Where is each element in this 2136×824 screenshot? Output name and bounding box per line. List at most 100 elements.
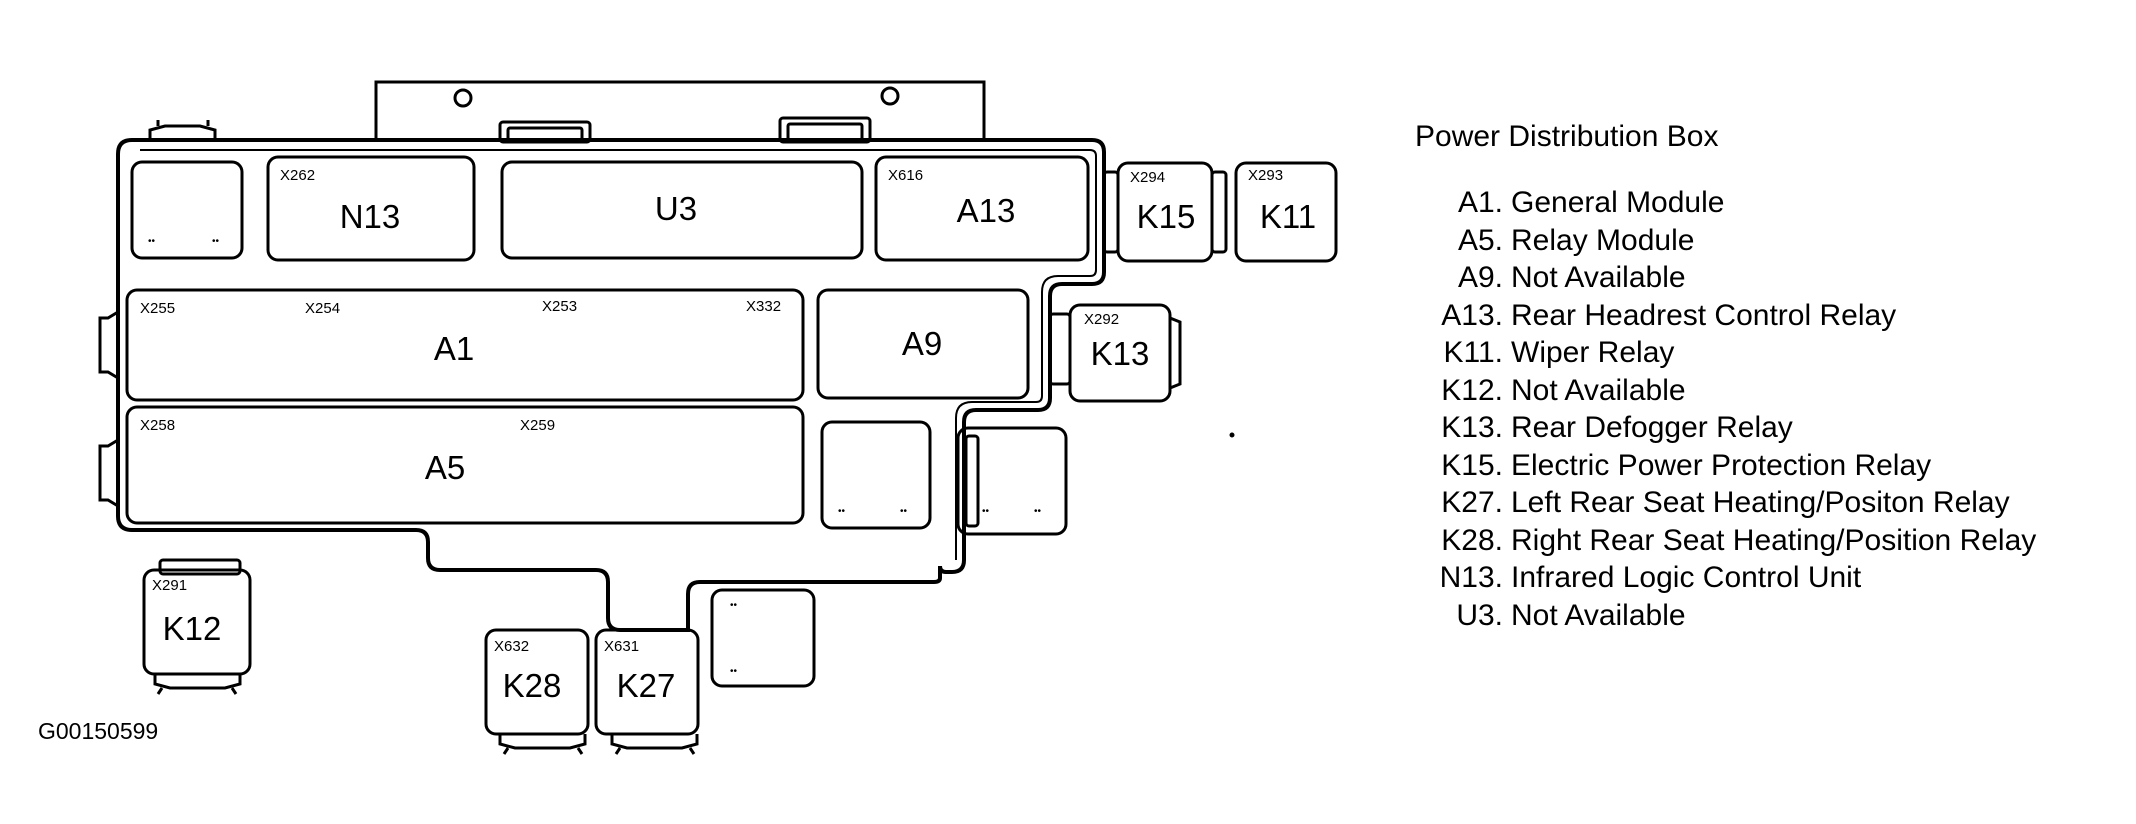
box-inner-outline: [140, 149, 1097, 560]
legend-item-description: Rear Headrest Control Relay: [1511, 298, 1897, 332]
k27-clip: [610, 734, 699, 755]
legend-item-code: A9.: [1457, 261, 1503, 294]
legend-item-code: N13.: [1439, 561, 1503, 594]
module-a13-box: [874, 155, 1090, 262]
slot-empty-3-pin2: ••: [1034, 506, 1042, 517]
slot-empty-1-pin: ••: [148, 236, 156, 247]
legend-item: A5.Relay Module: [1415, 222, 2115, 260]
k12-clip: [153, 674, 242, 695]
module-a5-connector-2: X259: [520, 417, 555, 434]
stray-dot: [1229, 432, 1235, 438]
module-k12-label: K12: [163, 610, 222, 647]
legend-item-code: K27.: [1441, 486, 1503, 519]
legend-item: A13.Rear Headrest Control Relay: [1415, 297, 2115, 335]
k12-stub: [158, 558, 242, 576]
slot-empty-1-pin2: ••: [212, 236, 220, 247]
module-k13-box: [1068, 303, 1172, 403]
module-k28-connector: X632: [494, 638, 529, 655]
slot-empty-1: [130, 160, 244, 260]
legend-item: A9.Not Available: [1415, 259, 2115, 297]
module-a5-box: [125, 405, 805, 525]
mounting-hole-right: [880, 86, 900, 106]
module-a1-label: A1: [434, 330, 474, 367]
legend-item-code: K13.: [1441, 411, 1503, 444]
legend-item: K12.Not Available: [1415, 372, 2115, 410]
slot-empty-2-pin2: ••: [900, 506, 908, 517]
legend-item: K15.Electric Power Protection Relay: [1415, 447, 2115, 485]
module-a1-connector-3: X253: [542, 298, 577, 315]
fuse-box-diagram: •• •• •• •• •• •• •• •• X262 N13 U3 X616: [98, 80, 1338, 755]
legend-item: K13.Rear Defogger Relay: [1415, 409, 2115, 447]
module-a5-connector-1: X258: [140, 417, 175, 434]
top-cover-outline: [374, 80, 986, 140]
slot-empty-2-pin: ••: [838, 506, 846, 517]
legend-item: K11.Wiper Relay: [1415, 334, 2115, 372]
module-k11-box: [1234, 161, 1338, 263]
module-u3-label: U3: [655, 190, 697, 227]
box-outline: [116, 138, 1106, 632]
slot-empty-4-pin: ••: [730, 600, 738, 611]
module-n13-box: [266, 155, 476, 262]
legend-item-description: Right Rear Seat Heating/Position Relay: [1511, 523, 2037, 557]
legend-item-description: Electric Power Protection Relay: [1511, 448, 1932, 482]
module-k27-box: [594, 628, 700, 736]
module-a13-connector: X616: [888, 167, 923, 184]
legend-item: K27.Left Rear Seat Heating/Positon Relay: [1415, 484, 2115, 522]
legend-item-code: A1.: [1457, 186, 1503, 219]
legend-item-code: A13.: [1441, 298, 1503, 332]
slot-empty-3: [956, 426, 1068, 536]
module-n13-label: N13: [340, 198, 401, 235]
legend-item-description: Left Rear Seat Heating/Positon Relay: [1511, 486, 2010, 519]
mounting-hole-left: [453, 88, 473, 108]
module-a1-connector-4: X332: [746, 298, 781, 315]
left-clip-lower: [98, 438, 119, 508]
module-a9-box: [816, 288, 1030, 400]
slot-empty-3-stub: [964, 434, 980, 528]
legend-item-description: Relay Module: [1511, 223, 1695, 257]
module-k13-label: K13: [1091, 335, 1150, 372]
legend: Power Distribution Box A1.General Module…: [1415, 120, 2115, 634]
legend-item: N13.Infrared Logic Control Unit: [1415, 559, 2115, 597]
legend-title: Power Distribution Box: [1415, 120, 1719, 153]
module-k28-box: [484, 628, 590, 736]
module-k12-box: [142, 568, 252, 676]
module-k27-connector: X631: [604, 638, 639, 655]
legend-item-code: U3.: [1456, 598, 1503, 632]
legend-item-code: K11.: [1443, 336, 1504, 369]
slot-empty-4-pin2: ••: [730, 666, 738, 677]
module-a5-label: A5: [425, 449, 465, 486]
legend-item: K28.Right Rear Seat Heating/Position Rel…: [1415, 522, 2115, 560]
module-a1-connector-2: X254: [305, 300, 340, 317]
module-n13-connector: X262: [280, 167, 315, 184]
slot-empty-2: [820, 420, 932, 530]
module-k11-label: K11: [1260, 198, 1316, 235]
module-k13-connector: X292: [1084, 311, 1119, 328]
slot-empty-4: [710, 588, 816, 688]
slot-empty-3-pin: ••: [982, 506, 990, 517]
module-k15-label: K15: [1137, 198, 1196, 235]
module-a1-connector-1: X255: [140, 300, 175, 317]
right-clip-k13: [1169, 316, 1182, 390]
module-k12-connector: X291: [152, 577, 187, 594]
legend-item-code: K12.: [1441, 373, 1503, 407]
legend-item-description: Rear Defogger Relay: [1511, 411, 1793, 444]
module-k28-label: K28: [503, 667, 562, 704]
legend-item-description: Not Available: [1511, 373, 1686, 407]
legend-item-description: Not Available: [1511, 598, 1686, 632]
module-a9-label: A9: [902, 325, 942, 362]
k28-clip: [498, 734, 587, 755]
k15-stub: [1102, 170, 1120, 254]
module-k15-connector: X294: [1130, 169, 1165, 186]
module-a1-box: [125, 288, 805, 402]
legend-item: U3.Not Available: [1415, 597, 2115, 635]
legend-item-code: K15.: [1441, 448, 1503, 482]
legend-item-description: Infrared Logic Control Unit: [1511, 561, 1862, 594]
k13-stub: [1048, 312, 1072, 386]
top-left-clip: [148, 120, 217, 140]
left-clip-upper: [98, 310, 119, 380]
legend-item-description: Not Available: [1511, 261, 1686, 294]
legend-item: A1.General Module: [1415, 184, 2115, 222]
image-code: G00150599: [38, 718, 159, 744]
legend-item-code: K28.: [1441, 523, 1503, 557]
